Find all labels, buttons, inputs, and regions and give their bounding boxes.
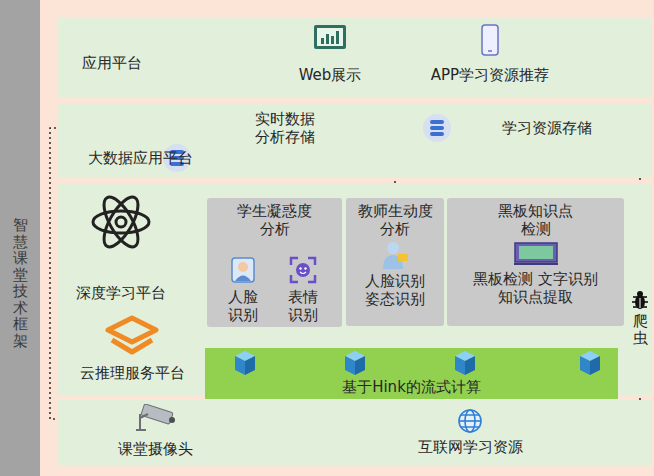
node-title: 智慧课堂技术框架 <box>13 217 28 349</box>
cloud-inference-platform: 云推理服务平台 <box>66 314 198 392</box>
crawler: 爬虫 <box>628 290 652 356</box>
camera-source: 课堂摄像头 <box>100 404 210 464</box>
analysis-box: 学生凝惑度 分析人脸 识别表情 识别 <box>207 198 342 327</box>
blackboard-icon <box>513 240 559 268</box>
globe-icon <box>457 408 483 434</box>
node-title: 黑板知识点 检测 <box>494 202 578 238</box>
analysis-box: 黑板知识点 检测黑板检测 文字识别 知识点提取 <box>447 198 624 326</box>
teacher-icon <box>380 240 410 270</box>
chart-icon <box>313 24 347 52</box>
internet-source: 互联网学习资源 <box>405 408 535 464</box>
face-icon <box>230 256 256 284</box>
recognition-item: 人脸 识别 <box>215 256 271 327</box>
stream-compute-bar: 基于Hink的流式计算 <box>205 348 618 399</box>
deep-learning-logo <box>89 190 153 254</box>
node-body: 黑板检测 文字识别 知识点提取 <box>462 270 609 306</box>
big-data-band: 大数据应用平台 <box>58 103 652 178</box>
phone-icon <box>480 24 500 56</box>
crawler-bug-icon <box>631 290 649 310</box>
node-title: 应用平台 <box>82 54 142 72</box>
node-title: 人脸 识别 <box>225 288 261 324</box>
node-title: 大数据应用平台 <box>88 149 193 167</box>
recognition-item: 表情 识别 <box>275 256 331 327</box>
framework-side-band: 智慧课堂技术框架 <box>0 0 40 476</box>
node-title: 教师生动度 分析 <box>353 202 437 238</box>
node-title: 基于Hink的流式计算 <box>342 378 481 396</box>
compute-node-icons <box>205 348 618 378</box>
application-band: 应用平台 Web展示 APP学习资源推荐 <box>58 18 652 98</box>
node-title: 学生凝惑度 分析 <box>233 202 317 238</box>
camera-icon <box>132 404 178 434</box>
app-item: APP学习资源推荐 <box>415 24 565 90</box>
node-title: 互联网学习资源 <box>418 438 523 456</box>
node-title: 云推理服务平台 <box>80 364 185 382</box>
database-icon <box>422 113 452 143</box>
expression-icon <box>289 256 317 284</box>
web-display-item: Web展示 <box>275 24 385 90</box>
analysis-box: 教师生动度 分析人脸识别 姿态识别 <box>346 198 444 326</box>
node-title: Web展示 <box>299 66 362 84</box>
node-title: 课堂摄像头 <box>118 440 193 458</box>
node-body: 人脸识别 姿态识别 <box>361 272 430 308</box>
deep-learning-platform: 深度学习平台 <box>66 190 176 310</box>
cloud-service-logo <box>102 314 162 358</box>
edge-label: 学习资源存储 <box>499 119 595 137</box>
node-title: 深度学习平台 <box>76 284 166 302</box>
node-title: 爬虫 <box>633 313 648 346</box>
edge-label: 实时数据 分析存储 <box>248 110 323 146</box>
node-title: 表情 识别 <box>285 288 321 324</box>
node-title: APP学习资源推荐 <box>431 66 549 84</box>
